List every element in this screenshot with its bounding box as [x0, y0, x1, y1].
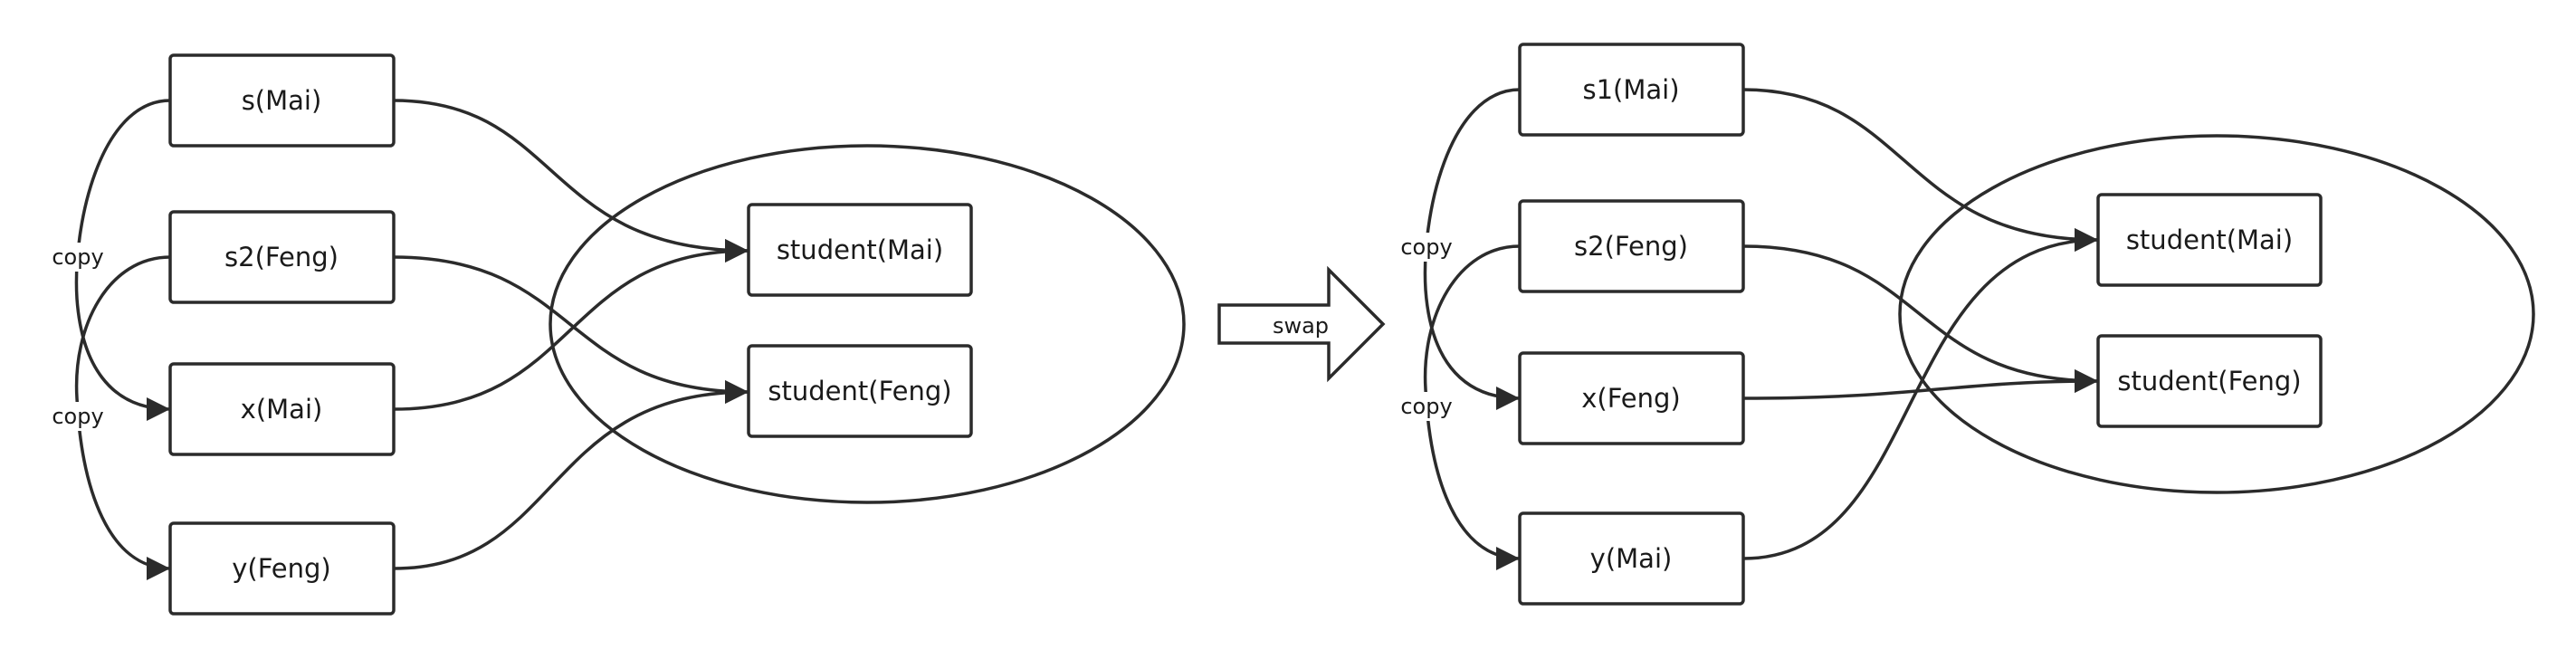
- right-copy-edge-s2-to-y: [1423, 244, 1521, 570]
- left-node-y: y(Feng): [168, 521, 396, 616]
- left-node-x-label: x(Mai): [241, 394, 323, 425]
- left-node-s2: s2(Feng): [168, 210, 396, 304]
- right-edge-s2-to-student-feng: [1742, 244, 2099, 393]
- left-heap-ellipse: [549, 144, 1186, 504]
- left-copy-label-2: copy: [52, 404, 103, 429]
- left-edge-y-to-student-feng: [393, 380, 749, 570]
- right-heap-ellipse: [1898, 134, 2535, 494]
- left-node-student-feng: student(Feng): [747, 344, 973, 438]
- right-node-student-feng: student(Feng): [2096, 334, 2323, 428]
- left-copy-label-1: copy: [52, 244, 103, 270]
- right-node-x-label: x(Feng): [1581, 383, 1681, 414]
- right-node-y-label: y(Mai): [1590, 543, 1673, 574]
- left-node-x: x(Mai): [168, 362, 396, 456]
- left-node-s2-label: s2(Feng): [224, 242, 339, 272]
- swap-arrow-shape: [1217, 265, 1386, 383]
- right-node-student-mai-label: student(Mai): [2126, 224, 2293, 255]
- right-node-s2-label: s2(Feng): [1574, 231, 1688, 262]
- left-diagram: copy copy s(Mai) s2(Feng) x(Mai) y(Feng)…: [47, 53, 1186, 616]
- right-node-x: x(Feng): [1518, 351, 1745, 445]
- right-copy-label-bg-1: [1396, 233, 1457, 262]
- left-node-student-feng-label: student(Feng): [768, 376, 951, 406]
- left-edge-s2-to-student-feng: [393, 255, 749, 404]
- swap-arrow: swap: [1217, 265, 1386, 383]
- right-copy-label-2: copy: [1400, 394, 1452, 419]
- right-edge-y-to-student-mai: [1742, 228, 2099, 560]
- left-edge-x-to-student-mai: [393, 239, 749, 411]
- left-copy-label-bg-2: [47, 402, 109, 431]
- right-node-s2: s2(Feng): [1518, 199, 1745, 293]
- right-edge-s1-to-student-mai: [1742, 88, 2099, 252]
- left-node-s-label: s(Mai): [242, 85, 322, 116]
- left-node-s: s(Mai): [168, 53, 396, 148]
- left-edge-s-to-student-mai: [393, 99, 749, 263]
- right-node-s1: s1(Mai): [1518, 43, 1745, 137]
- right-copy-label-bg-2: [1396, 392, 1457, 421]
- right-copy-edge-s1-to-x: [1423, 88, 1521, 410]
- right-copy-label-1: copy: [1400, 234, 1452, 260]
- right-edge-x-to-student-feng: [1742, 369, 2099, 400]
- right-node-student-mai: student(Mai): [2096, 193, 2323, 287]
- left-copy-edge-s-to-x: [74, 99, 171, 421]
- left-node-y-label: y(Feng): [232, 553, 331, 584]
- left-node-student-mai: student(Mai): [747, 203, 973, 297]
- left-copy-label-bg-1: [47, 243, 109, 272]
- right-node-s1-label: s1(Mai): [1582, 74, 1679, 105]
- right-diagram: copy copy s1(Mai) s2(Feng) x(Feng) y(Mai…: [1396, 43, 2535, 606]
- swap-label: swap: [1273, 313, 1329, 339]
- left-node-student-mai-label: student(Mai): [777, 234, 943, 265]
- left-copy-edge-s2-to-y: [74, 255, 171, 580]
- right-node-y: y(Mai): [1518, 511, 1745, 606]
- right-node-student-feng-label: student(Feng): [2117, 366, 2301, 396]
